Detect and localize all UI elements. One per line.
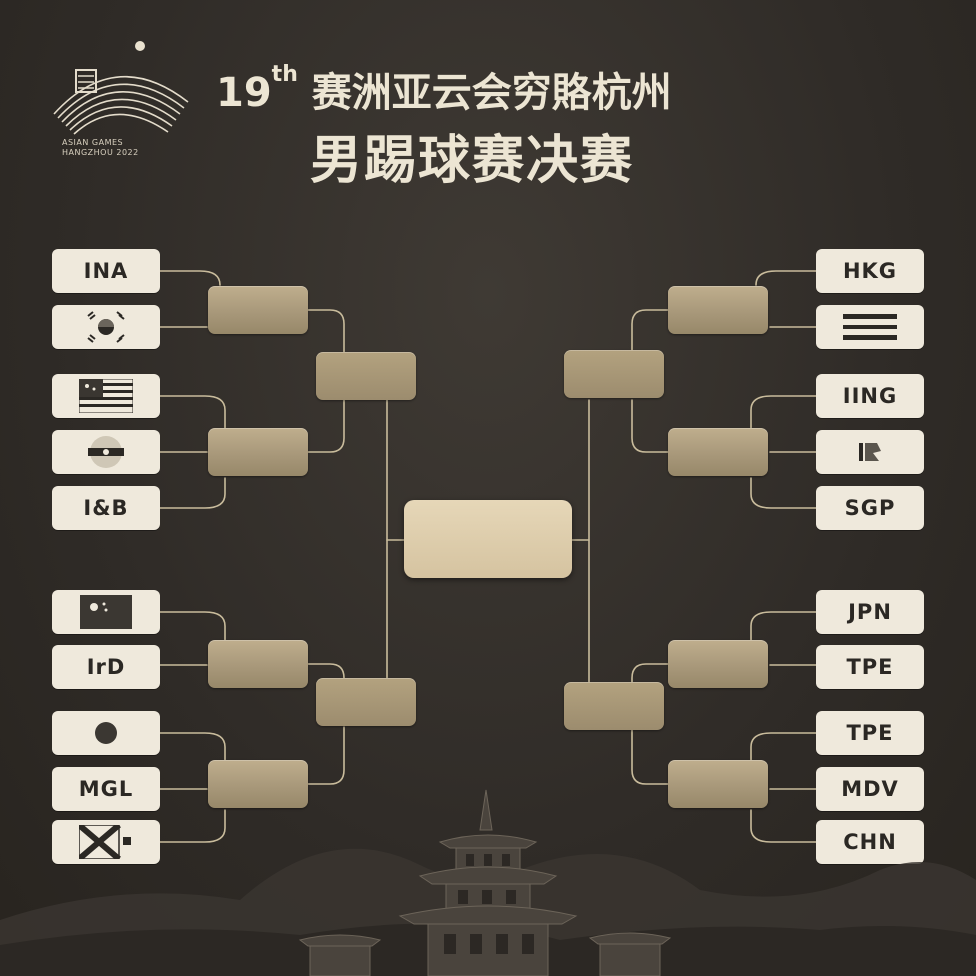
semifinal-node-left-2 xyxy=(316,678,416,726)
team-slot-right-3: IING xyxy=(816,374,924,418)
team-slot-right-9: MDV xyxy=(816,767,924,811)
edition-number: 19 xyxy=(216,70,272,116)
team-slot-left-1: INA xyxy=(52,249,160,293)
semifinal-node-right-1 xyxy=(564,350,664,398)
round1-node-left-1 xyxy=(208,286,308,334)
round1-node-right-2 xyxy=(668,428,768,476)
team-code: IrD xyxy=(86,655,126,679)
striped-flag-icon xyxy=(79,379,133,413)
small-emblem-flag-icon xyxy=(859,443,881,461)
round1-node-right-4 xyxy=(668,760,768,808)
team-code: INA xyxy=(83,259,129,283)
circle-band-flag-icon xyxy=(88,436,124,468)
team-code: JPN xyxy=(848,600,892,624)
logo-caption-line1: ASIAN GAMES xyxy=(62,138,124,147)
team-code: MDV xyxy=(841,777,899,801)
logo-caption-line2: HANGZHOU 2022 xyxy=(62,148,139,157)
team-slot-left-5: I&B xyxy=(52,486,160,530)
team-code: CHN xyxy=(843,830,897,854)
team-slot-right-8: TPE xyxy=(816,711,924,755)
japan-flag-icon xyxy=(86,716,126,750)
team-slot-right-2 xyxy=(816,305,924,349)
team-slot-left-4 xyxy=(52,430,160,474)
team-slot-left-3 xyxy=(52,374,160,418)
round1-node-left-3 xyxy=(208,640,308,688)
team-slot-right-10: CHN xyxy=(816,820,924,864)
team-slot-left-8 xyxy=(52,711,160,755)
round1-node-right-3 xyxy=(668,640,768,688)
team-slot-left-7: IrD xyxy=(52,645,160,689)
team-slot-right-5: SGP xyxy=(816,486,924,530)
team-slot-left-6 xyxy=(52,590,160,634)
edition-suffix: th xyxy=(271,62,298,87)
semifinal-node-right-2 xyxy=(564,682,664,730)
final-node xyxy=(404,500,572,578)
round1-node-left-2 xyxy=(208,428,308,476)
semifinal-node-left-1 xyxy=(316,352,416,400)
team-slot-left-9: MGL xyxy=(52,767,160,811)
team-slot-left-2 xyxy=(52,305,160,349)
team-code: HKG xyxy=(842,259,898,283)
round1-node-left-4 xyxy=(208,760,308,808)
diagonal-flag-icon xyxy=(79,825,131,859)
team-code: I&B xyxy=(83,496,129,520)
round1-node-right-1 xyxy=(668,286,768,334)
page-title-line1: 19th 赛洲亚云会穷賂杭州 xyxy=(216,60,816,118)
team-slot-right-7: TPE xyxy=(816,645,924,689)
team-code: SGP xyxy=(844,496,896,520)
team-slot-right-4 xyxy=(816,430,924,474)
logo-caption: ASIAN GAMES HANGZHOU 2022 xyxy=(62,138,182,158)
event-title: 赛洲亚云会穷賂杭州 xyxy=(311,70,672,116)
korea-flag-icon xyxy=(84,310,128,344)
team-slot-right-1: HKG xyxy=(816,249,924,293)
team-slot-right-6: JPN xyxy=(816,590,924,634)
team-code: MGL xyxy=(78,777,134,801)
asian-games-logo xyxy=(53,41,189,135)
bars-flag-icon xyxy=(843,314,897,340)
dark-star-flag-icon xyxy=(80,595,132,629)
team-slot-left-10 xyxy=(52,820,160,864)
team-code: TPE xyxy=(846,655,894,679)
page-title-line2: 男踢球赛决赛 xyxy=(310,131,635,191)
pagoda-scenery xyxy=(0,789,976,976)
team-code: IING xyxy=(842,384,898,408)
team-code: TPE xyxy=(846,721,894,745)
